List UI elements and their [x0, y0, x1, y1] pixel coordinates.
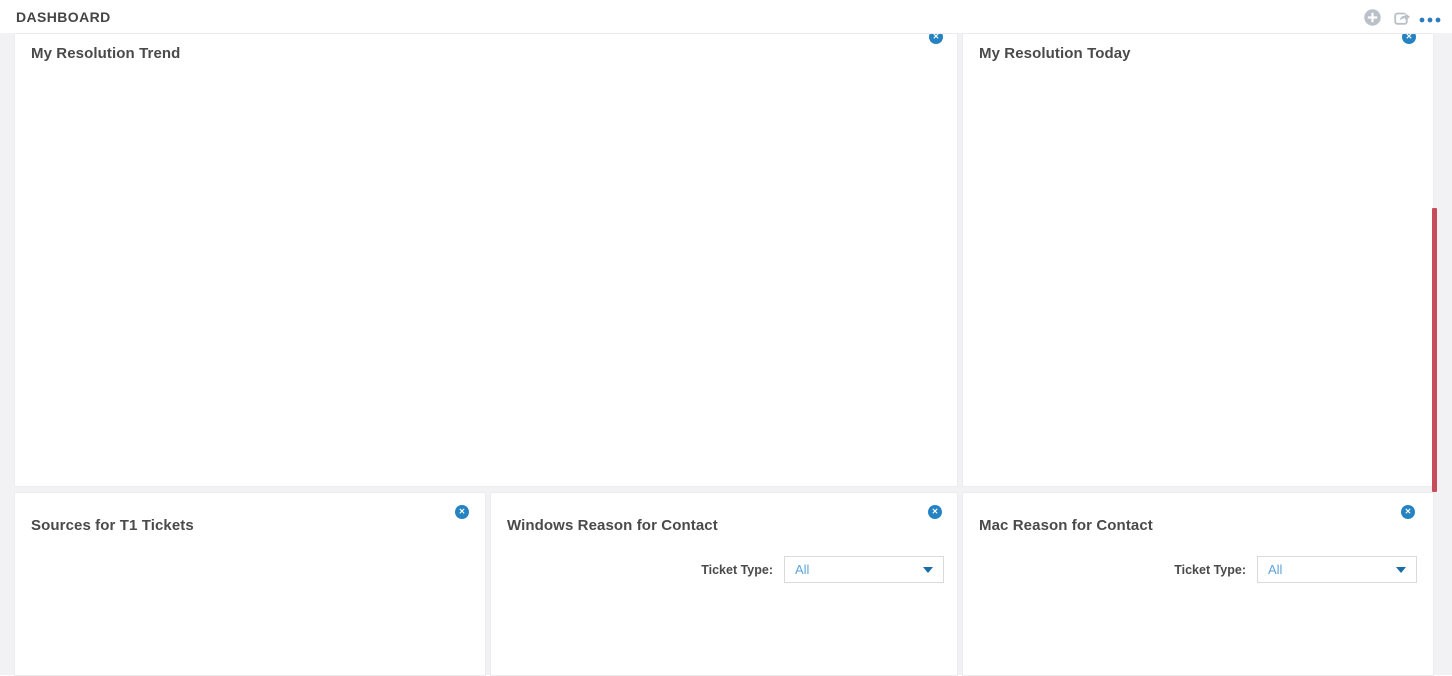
widget-title: Sources for T1 Tickets	[31, 517, 194, 534]
ticket-type-label: Ticket Type:	[1174, 562, 1246, 577]
ticket-type-filter: Ticket Type: All	[1174, 556, 1417, 583]
widget-title: My Resolution Trend	[31, 45, 181, 62]
ticket-type-filter: Ticket Type: All	[701, 556, 944, 583]
dashboard-canvas: ✕ My Resolution Trend ✕ My Resolution To…	[0, 33, 1452, 676]
widget-my-resolution-today: ✕ My Resolution Today	[962, 33, 1434, 487]
widget-title: Windows Reason for Contact	[507, 517, 718, 534]
ellipsis-icon	[1419, 11, 1441, 29]
plus-circle-icon	[1363, 8, 1382, 32]
red-indicator-bar	[1432, 208, 1437, 492]
share-icon	[1391, 8, 1411, 33]
ticket-type-label: Ticket Type:	[701, 562, 773, 577]
close-icon[interactable]: ✕	[928, 505, 942, 519]
widget-my-resolution-trend: ✕ My Resolution Trend	[14, 33, 958, 487]
close-icon[interactable]: ✕	[929, 34, 943, 44]
widget-windows-reason-for-contact: ✕ Windows Reason for Contact Ticket Type…	[490, 492, 958, 676]
more-options-button[interactable]	[1419, 10, 1441, 30]
share-dashboard-button[interactable]	[1391, 10, 1411, 30]
top-bar: DASHBOARD	[0, 0, 1452, 33]
chevron-down-icon	[923, 566, 933, 573]
widget-title: My Resolution Today	[979, 45, 1131, 62]
widget-title: Mac Reason for Contact	[979, 517, 1153, 534]
close-icon[interactable]: ✕	[455, 505, 469, 519]
dropdown-selected-value: All	[1268, 562, 1283, 577]
widget-mac-reason-for-contact: ✕ Mac Reason for Contact Ticket Type: Al…	[962, 492, 1434, 676]
close-icon[interactable]: ✕	[1402, 34, 1416, 44]
close-icon[interactable]: ✕	[1401, 505, 1415, 519]
add-widget-button[interactable]	[1362, 8, 1382, 32]
dropdown-selected-value: All	[795, 562, 810, 577]
ticket-type-dropdown[interactable]: All	[1257, 556, 1417, 583]
widget-sources-for-t1-tickets: ✕ Sources for T1 Tickets	[14, 492, 486, 676]
chevron-down-icon	[1396, 566, 1406, 573]
ticket-type-dropdown[interactable]: All	[784, 556, 944, 583]
dashboard-actions	[1362, 8, 1441, 32]
page-title: DASHBOARD	[16, 9, 111, 25]
